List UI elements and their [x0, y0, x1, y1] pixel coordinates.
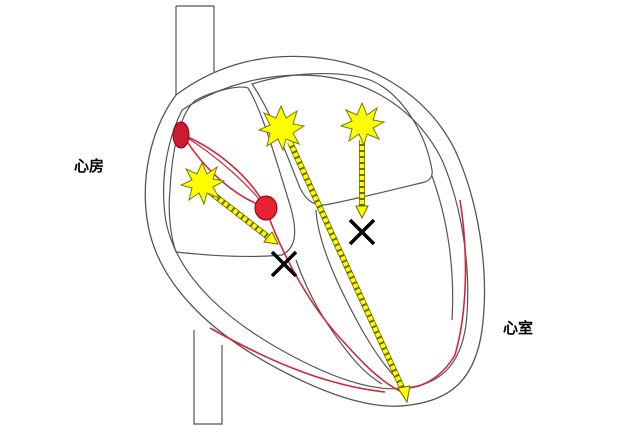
- arrow-icon: [208, 189, 279, 245]
- label-atrium: 心房: [74, 157, 105, 175]
- atrium-chamber-right: [251, 73, 433, 206]
- left-bundle-branch: [209, 327, 386, 393]
- right-bundle-branch: [404, 199, 467, 389]
- his-bundle-left: [267, 214, 403, 393]
- septum: [315, 209, 399, 381]
- septum-inner: [295, 259, 383, 385]
- av-node: [254, 195, 278, 221]
- ventricle-wall: [431, 175, 454, 321]
- arrow-icon: [287, 140, 411, 404]
- sa-node: [172, 121, 190, 149]
- vessel-bottom: [193, 330, 223, 425]
- label-ventricle: 心室: [503, 319, 534, 337]
- heart-inner-wall: [162, 74, 469, 390]
- block-x-icon: [348, 218, 376, 246]
- heart-outer-wall: [144, 55, 486, 407]
- spark-icon: [179, 161, 226, 206]
- arrow-icon: [355, 140, 369, 220]
- block-x-icon: [270, 250, 298, 278]
- atrium-chamber-left: [168, 86, 296, 258]
- conduction-loop-upper: [182, 134, 266, 206]
- spark-icon: [257, 104, 306, 152]
- vessel-top: [175, 5, 215, 95]
- spark-icon: [339, 101, 386, 147]
